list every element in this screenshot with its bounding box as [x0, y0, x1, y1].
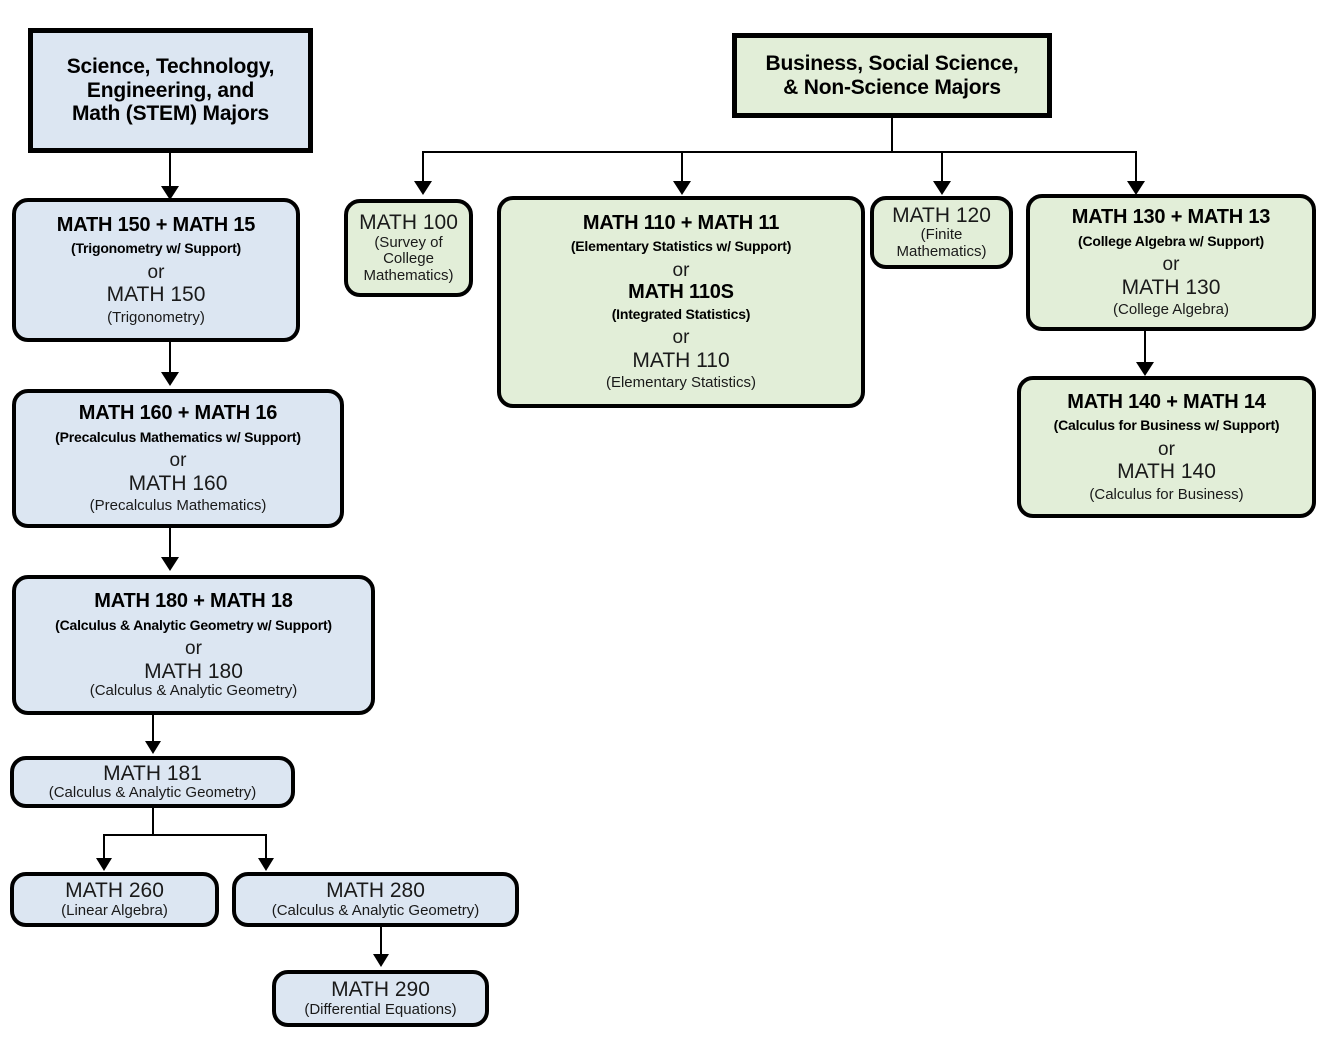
- arrow-to-math100: [414, 181, 432, 195]
- course-box-math181: MATH 181 (Calculus & Analytic Geometry): [10, 756, 295, 808]
- header-nonstem-line2: & Non-Science Majors: [783, 75, 1001, 99]
- connector-math280-to-math290: [380, 927, 382, 956]
- course-box-math150: MATH 150 + MATH 15 (Trigonometry w/ Supp…: [12, 198, 300, 342]
- connector-nonstem-header-stem: [891, 118, 893, 152]
- course-box-math180: MATH 180 + MATH 18 (Calculus & Analytic …: [12, 575, 375, 715]
- connector-stem-header-to-math150: [169, 153, 171, 190]
- header-box-nonstem: Business, Social Science, & Non-Science …: [732, 33, 1052, 118]
- math140-code-support: MATH 140 + MATH 14: [1067, 390, 1266, 413]
- math120-title-line2: Mathematics): [896, 243, 987, 261]
- connector-math130-to-math140: [1144, 331, 1146, 365]
- connector-branch-math100: [422, 151, 424, 185]
- math100-title-line2: College: [383, 250, 434, 268]
- math160-title-plain: (Precalculus Mathematics): [89, 497, 267, 515]
- math140-title-support: (Calculus for Business w/ Support): [1053, 417, 1280, 434]
- math150-code-plain: MATH 150: [106, 283, 206, 306]
- math120-code: MATH 120: [892, 203, 991, 227]
- math181-title: (Calculus & Analytic Geometry): [48, 784, 257, 802]
- math110-title-support: (Elementary Statistics w/ Support): [570, 238, 792, 255]
- header-stem-line2: Engineering, and: [86, 78, 255, 102]
- math160-or: or: [169, 450, 187, 472]
- math180-title-support: (Calculus & Analytic Geometry w/ Support…: [55, 616, 332, 633]
- math280-title: (Calculus & Analytic Geometry): [271, 901, 480, 919]
- connector-math181-stem: [152, 808, 154, 835]
- math110-code-integrated: MATH 110S: [628, 281, 734, 304]
- math100-title-line3: Mathematics): [363, 267, 454, 285]
- connector-branch-math260: [103, 834, 105, 860]
- course-box-math100: MATH 100 (Survey of College Mathematics): [344, 199, 473, 297]
- math100-title-line1: (Survey of: [374, 233, 443, 251]
- math140-or: or: [1158, 438, 1175, 460]
- arrow-math160-to-math180: [161, 557, 179, 571]
- arrow-to-math260: [96, 858, 112, 871]
- math150-code-support: MATH 150 + MATH 15: [56, 213, 256, 236]
- math110-title-integrated: (Integrated Statistics): [611, 305, 751, 322]
- course-box-math130: MATH 130 + MATH 13 (College Algebra w/ S…: [1026, 194, 1316, 331]
- arrow-to-math280: [258, 858, 274, 871]
- connector-branch-math110: [681, 151, 683, 185]
- math180-code-plain: MATH 180: [144, 659, 243, 683]
- math160-code-support: MATH 160 + MATH 16: [78, 402, 278, 425]
- connector-math181-bus: [103, 834, 266, 836]
- math160-title-support: (Precalculus Mathematics w/ Support): [55, 428, 301, 445]
- math110-code-support: MATH 110 + MATH 11: [582, 212, 780, 235]
- course-box-math290: MATH 290 (Differential Equations): [272, 970, 489, 1027]
- math100-code: MATH 100: [359, 211, 458, 235]
- math150-title-support: (Trigonometry w/ Support): [71, 240, 241, 257]
- arrow-math180-to-math181: [145, 741, 161, 754]
- math130-title-support: (College Algebra w/ Support): [1078, 232, 1264, 249]
- connector-nonstem-header-bus: [422, 151, 1136, 153]
- math180-title-plain: (Calculus & Analytic Geometry): [89, 682, 298, 700]
- arrow-to-math120: [933, 181, 951, 195]
- math110-or2: or: [672, 327, 690, 349]
- arrow-stem-header-to-math150: [161, 186, 179, 200]
- math150-or: or: [147, 261, 165, 283]
- math120-title-line1: (Finite: [920, 226, 963, 244]
- math150-title-plain: (Trigonometry): [107, 308, 205, 326]
- math130-code-plain: MATH 130: [1121, 275, 1221, 299]
- arrow-to-math110: [673, 181, 691, 195]
- course-box-math260: MATH 260 (Linear Algebra): [10, 872, 219, 927]
- math130-code-support: MATH 130 + MATH 13: [1071, 206, 1271, 229]
- math260-title: (Linear Algebra): [61, 901, 168, 919]
- connector-math180-to-math181: [152, 715, 154, 743]
- math280-code: MATH 280: [326, 879, 425, 903]
- math130-or: or: [1162, 254, 1180, 276]
- math180-or: or: [185, 638, 202, 660]
- math130-title-plain: (College Algebra): [1113, 301, 1229, 319]
- course-box-math110: MATH 110 + MATH 11 (Elementary Statistic…: [497, 196, 865, 408]
- connector-math160-to-math180: [169, 528, 171, 560]
- arrow-math130-to-math140: [1136, 362, 1154, 376]
- math110-code-plain: MATH 110: [632, 348, 730, 372]
- math110-or1: or: [672, 260, 690, 282]
- math180-code-support: MATH 180 + MATH 18: [94, 590, 293, 613]
- math181-code: MATH 181: [103, 761, 202, 785]
- connector-math150-to-math160: [169, 342, 171, 375]
- connector-branch-math130: [1135, 151, 1137, 185]
- header-nonstem-line1: Business, Social Science,: [765, 51, 1019, 75]
- math260-code: MATH 260: [65, 879, 164, 903]
- math140-title-plain: (Calculus for Business): [1089, 485, 1244, 503]
- arrow-math280-to-math290: [373, 954, 389, 967]
- header-stem-line3: Math (STEM) Majors: [71, 102, 270, 126]
- math160-code-plain: MATH 160: [128, 471, 228, 495]
- math110-title-plain: (Elementary Statistics): [605, 374, 757, 392]
- connector-branch-math280: [265, 834, 267, 860]
- math290-code: MATH 290: [331, 978, 430, 1002]
- course-box-math160: MATH 160 + MATH 16 (Precalculus Mathemat…: [12, 389, 344, 528]
- course-box-math280: MATH 280 (Calculus & Analytic Geometry): [232, 872, 519, 927]
- course-box-math120: MATH 120 (Finite Mathematics): [870, 196, 1013, 269]
- header-stem-line1: Science, Technology,: [66, 55, 275, 79]
- connector-branch-math120: [941, 151, 943, 185]
- math140-code-plain: MATH 140: [1117, 460, 1216, 483]
- math290-title: (Differential Equations): [304, 1000, 457, 1018]
- header-box-stem: Science, Technology, Engineering, and Ma…: [28, 28, 313, 153]
- arrow-math150-to-math160: [161, 372, 179, 386]
- arrow-to-math130: [1127, 181, 1145, 195]
- course-box-math140: MATH 140 + MATH 14 (Calculus for Busines…: [1017, 376, 1316, 518]
